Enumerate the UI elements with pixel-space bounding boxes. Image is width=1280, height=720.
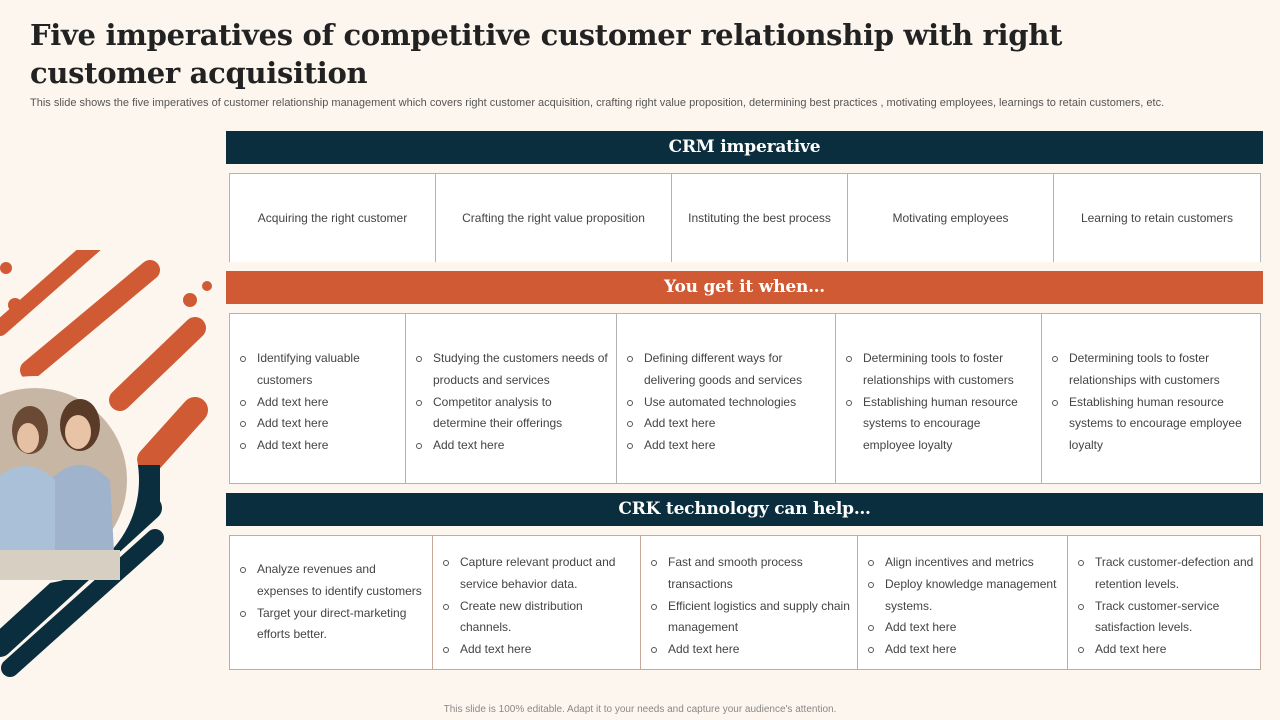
slide-footer: This slide is 100% editable. Adapt it to… <box>443 704 837 715</box>
tech-column: Analyze revenues and expenses to identif… <box>229 535 433 670</box>
list-item: Establishing human resource systems to e… <box>1050 392 1252 457</box>
orange-stripe <box>137 397 208 473</box>
crm-item: Motivating employees <box>848 173 1054 262</box>
slide-title: Five imperatives of competitive customer… <box>30 18 1063 90</box>
orange-stripe <box>109 317 206 411</box>
list-item: Establishing human resource systems to e… <box>844 392 1033 457</box>
list-item: Add text here <box>625 435 827 457</box>
crm-item: Acquiring the right customer <box>229 173 436 262</box>
tech-column: Align incentives and metrics Deploy know… <box>858 535 1068 670</box>
list-item: Fast and smooth process transactions <box>649 552 851 596</box>
list-item: Add text here <box>414 435 608 457</box>
list-item: Defining different ways for delivering g… <box>625 348 827 392</box>
when-column: Studying the customers needs of products… <box>406 313 617 484</box>
list-item: Target your direct-marketing efforts bet… <box>238 603 426 647</box>
list-item: Use automated technologies <box>625 392 827 414</box>
crm-imperative-row: Acquiring the right customer Crafting th… <box>229 173 1261 262</box>
list-item: Create new distribution channels. <box>441 596 634 640</box>
list-item: Track customer-service satisfaction leve… <box>1076 596 1254 640</box>
when-column: Defining different ways for delivering g… <box>617 313 836 484</box>
list-item: Determining tools to foster relationship… <box>844 348 1033 392</box>
list-item: Studying the customers needs of products… <box>414 348 608 392</box>
list-item: Add text here <box>866 617 1061 639</box>
crk-technology-header: CRK technology can help… <box>226 493 1263 526</box>
list-item: Add text here <box>625 413 827 435</box>
list-item: Capture relevant product and service beh… <box>441 552 634 596</box>
tech-column: Track customer-defection and retention l… <box>1068 535 1261 670</box>
slide-subtitle: This slide shows the five imperatives of… <box>30 97 1165 109</box>
list-item: Align incentives and metrics <box>866 552 1061 574</box>
crm-item: Crafting the right value proposition <box>436 173 672 262</box>
list-item: Deploy knowledge management systems. <box>866 574 1061 618</box>
orange-stripe <box>0 250 101 336</box>
list-item: Identifying valuable customers <box>238 348 397 392</box>
list-item: Add text here <box>649 639 851 661</box>
list-item: Track customer-defection and retention l… <box>1076 552 1254 596</box>
orange-dot <box>202 281 212 291</box>
when-column: Identifying valuable customers Add text … <box>229 313 406 484</box>
navy-stripe <box>1 529 164 677</box>
when-row: Identifying valuable customers Add text … <box>229 313 1261 484</box>
when-column: Determining tools to foster relationship… <box>1042 313 1261 484</box>
tech-row: Analyze revenues and expenses to identif… <box>229 535 1261 670</box>
orange-dot <box>8 298 22 312</box>
decorative-graphic <box>0 250 212 677</box>
list-item: Efficient logistics and supply chain man… <box>649 596 851 640</box>
crm-item: Instituting the best process <box>672 173 848 262</box>
list-item: Add text here <box>1076 639 1254 661</box>
list-item: Determining tools to foster relationship… <box>1050 348 1252 392</box>
list-item: Add text here <box>866 639 1061 661</box>
crm-item: Learning to retain customers <box>1054 173 1261 262</box>
you-get-it-when-header: You get it when… <box>226 271 1263 304</box>
tech-column: Capture relevant product and service beh… <box>433 535 641 670</box>
when-column: Determining tools to foster relationship… <box>836 313 1042 484</box>
tech-column: Fast and smooth process transactions Eff… <box>641 535 858 670</box>
list-item: Competitor analysis to determine their o… <box>414 392 608 436</box>
list-item: Add text here <box>238 435 397 457</box>
list-item: Add text here <box>238 392 397 414</box>
list-item: Analyze revenues and expenses to identif… <box>238 559 426 603</box>
orange-dot <box>42 349 54 361</box>
list-item: Add text here <box>441 639 634 661</box>
orange-dot <box>0 262 12 274</box>
crm-imperative-header: CRM imperative <box>226 131 1263 164</box>
list-item: Add text here <box>238 413 397 435</box>
orange-dot <box>183 293 197 307</box>
